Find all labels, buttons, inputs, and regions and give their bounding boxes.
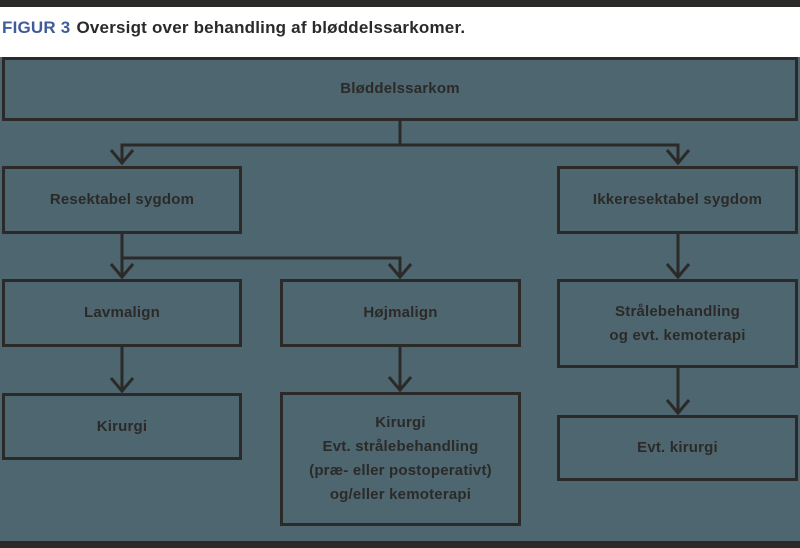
node-label: Evt. kirurgi	[637, 439, 718, 456]
figure-title: FIGUR 3 Oversigt over behandling af blødd…	[2, 18, 465, 38]
node-label-line: (præ- eller postoperativt)	[309, 462, 492, 479]
node-label: Resektabel sygdom	[49, 191, 195, 208]
node-label: Ikkeresektabel sygdom	[592, 191, 763, 208]
arrowhead-to-optional-surgery	[665, 399, 691, 416]
node-label-line: Strålebehandling	[615, 302, 740, 320]
arrowhead-to-high-malignant	[387, 263, 413, 280]
node-label: Højmalign	[363, 304, 438, 321]
node-straalebehandling: Strålebehandling og evt. kemoterapi	[557, 279, 798, 368]
arrowhead-to-surgery	[109, 377, 135, 394]
node-label-line: og/eller kemoterapi	[329, 486, 472, 503]
node-ikkeresektabel-sygdom: Ikkeresektabel sygdom	[557, 166, 798, 234]
figure-number-label: FIGUR 3	[2, 18, 71, 37]
edge-resectable-split	[120, 231, 402, 275]
node-hoejmalign: Højmalign	[280, 279, 521, 347]
node-label: Lavmalign	[84, 304, 160, 321]
top-border-bar	[0, 0, 800, 7]
node-bloeddelssarkom: Bløddelssarkom	[2, 57, 798, 121]
flowchart-area: Bløddelssarkom Resektabel sygdom Ikkeres…	[0, 57, 800, 541]
node-evt-kirurgi: Evt. kirurgi	[557, 415, 798, 481]
node-kirurgi-plus-behandling: Kirurgi Evt. strålebehandling (præ- elle…	[280, 392, 521, 526]
edge-root-split	[120, 118, 680, 161]
arrowhead-to-resectable	[109, 149, 135, 166]
node-kirurgi: Kirurgi	[2, 393, 242, 460]
node-resektabel-sygdom: Resektabel sygdom	[2, 166, 242, 234]
connector-lines	[109, 118, 691, 416]
arrowhead-to-unresectable	[665, 149, 691, 166]
node-label-line: Evt. strålebehandling	[322, 438, 479, 455]
node-label: Kirurgi	[96, 417, 148, 435]
node-lavmalign: Lavmalign	[2, 279, 242, 347]
arrowhead-to-surgery-plus	[387, 376, 413, 393]
bottom-border-bar	[0, 541, 800, 548]
arrowhead-to-radiotherapy	[665, 263, 691, 280]
arrowhead-to-low-malignant	[109, 263, 135, 280]
node-label: Bløddelssarkom	[340, 80, 460, 97]
figure-title-text: Oversigt over behandling af bløddelssark…	[76, 18, 466, 37]
node-label-line: Kirurgi	[375, 414, 426, 431]
node-label-line: og evt. kemoterapi	[609, 326, 746, 344]
